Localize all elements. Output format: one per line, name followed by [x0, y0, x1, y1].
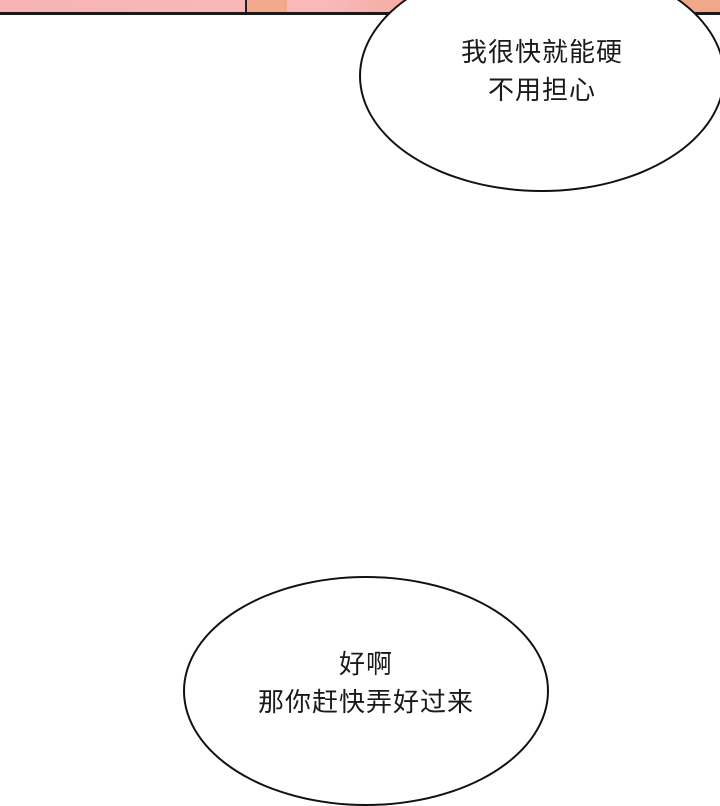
panel-art-fragment: [245, 0, 287, 12]
speech-text: 我很快就能硬 不用担心: [361, 34, 720, 110]
speech-bubble-bottom: 好啊 那你赶快弄好过来: [183, 576, 549, 806]
speech-line: 那你赶快弄好过来: [257, 688, 474, 718]
speech-line: 好啊: [338, 650, 393, 680]
speech-line: 不用担心: [487, 76, 596, 106]
speech-bubble-top: 我很快就能硬 不用担心: [359, 0, 720, 192]
speech-text: 好啊 那你赶快弄好过来: [185, 646, 547, 722]
speech-line: 我很快就能硬: [460, 38, 623, 68]
